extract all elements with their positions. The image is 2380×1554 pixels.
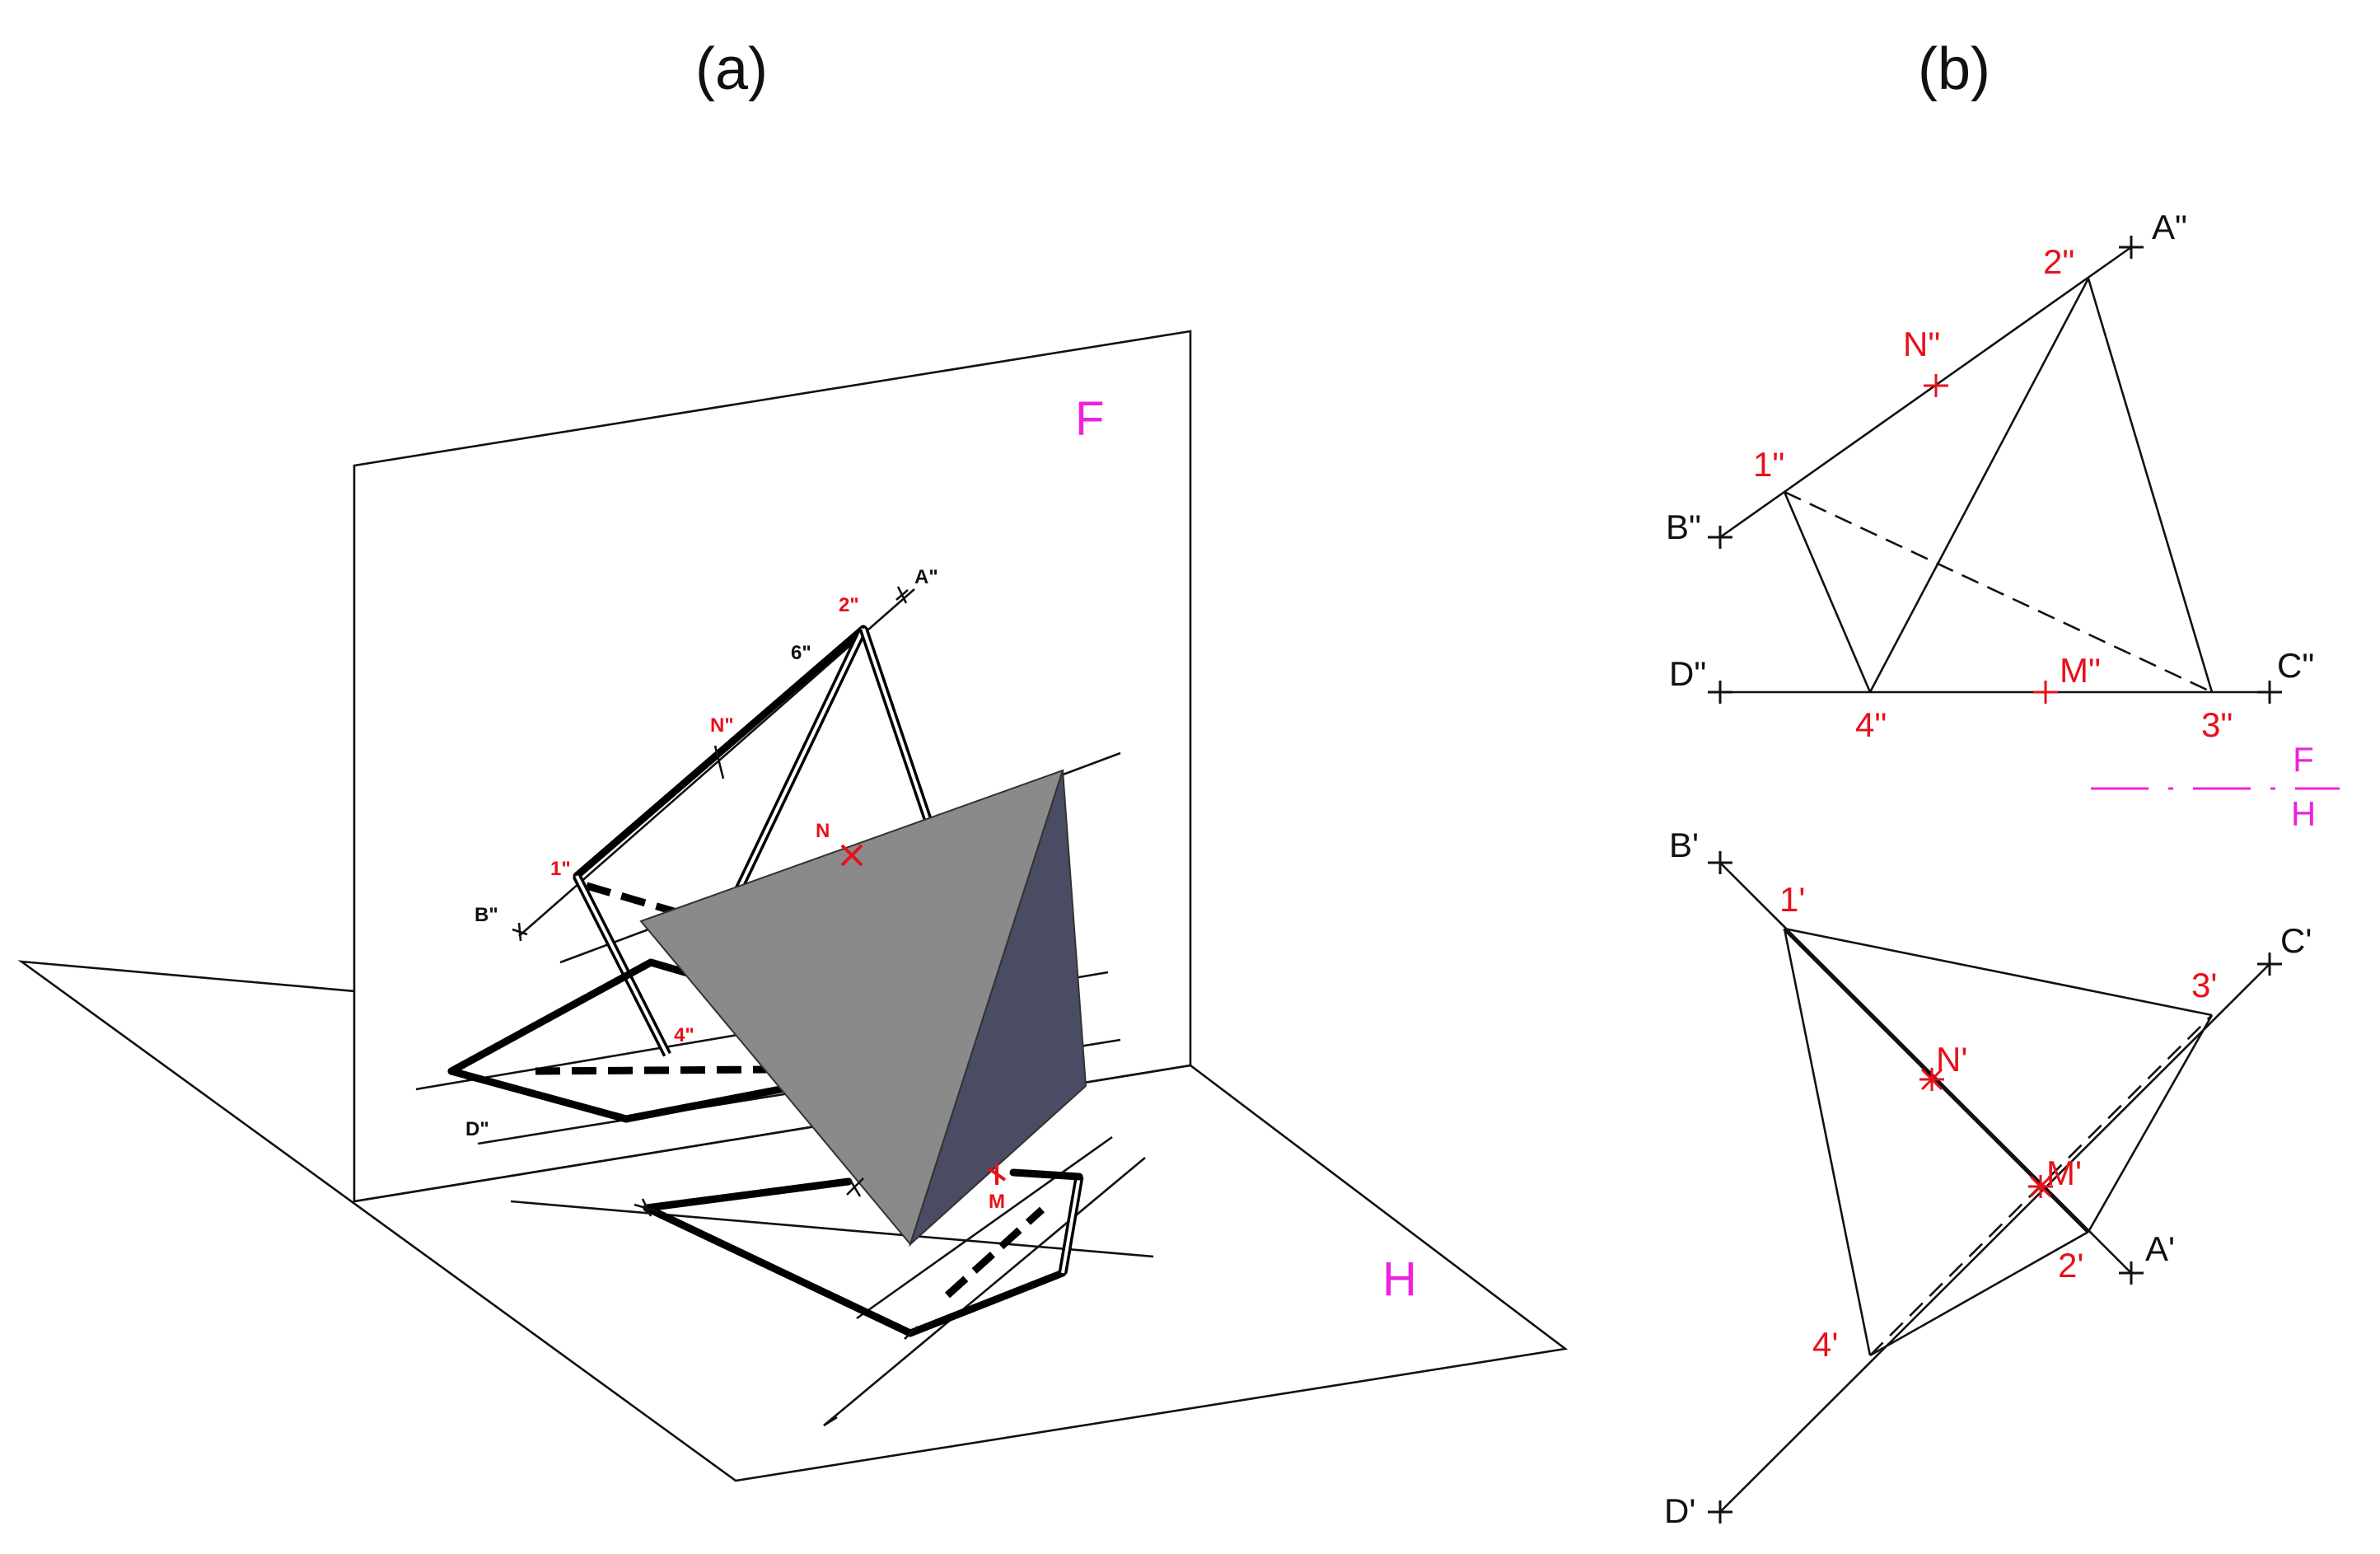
iso-label-a: A" — [914, 566, 938, 588]
iso-label-1: 1" — [550, 858, 571, 880]
horizontal-view: B' 1' C' 3' N' M' A' 2' 4' D' — [1664, 826, 2312, 1530]
front-red-markers — [1924, 374, 2058, 704]
top-edge-1-3 — [1784, 927, 2213, 1017]
iso-red-marks — [840, 844, 1007, 1185]
front-label-n: N" — [1903, 325, 1940, 363]
front-label-c: C" — [2277, 646, 2314, 685]
top-edge-1-4 — [1783, 928, 1872, 1356]
fh-axis: F H — [2091, 740, 2340, 833]
front-label-b: B" — [1666, 508, 1701, 546]
iso-label-m: M — [989, 1191, 1005, 1213]
frontal-view: A" 2" N" 1" B" D" 4" M" 3" C" — [1666, 208, 2314, 744]
fh-label-h: H — [2291, 794, 2316, 833]
top-label-a: A' — [2145, 1229, 2175, 1268]
front-label-4: 4" — [1855, 705, 1887, 744]
iso-label-2: 2" — [839, 594, 859, 616]
top-label-c: C' — [2280, 921, 2312, 960]
front-edge-2-4 — [1868, 278, 2090, 693]
iso-front-edge-1-4-hollow — [573, 873, 671, 1057]
top-markers — [1708, 851, 2282, 1524]
iso-h-bottom-1 — [643, 1177, 853, 1212]
top-label-1: 1' — [1779, 880, 1805, 919]
front-markers — [1708, 236, 2282, 704]
front-label-1: 1" — [1753, 445, 1784, 484]
iso-label-n: N — [816, 820, 830, 842]
panel-label-b: (b) — [1918, 36, 1990, 102]
front-edge-2-3 — [2087, 278, 2214, 693]
plane-label-h: H — [1382, 1252, 1417, 1306]
front-label-d: D" — [1669, 654, 1706, 693]
top-label-4: 4' — [1812, 1325, 1838, 1364]
front-hidden-1-3 — [1784, 490, 2213, 694]
iso-h-bottom-hidden — [944, 1206, 1045, 1299]
panel-label-a: (a) — [695, 36, 768, 102]
front-label-a: A" — [2152, 208, 2187, 246]
top-label-d: D' — [1664, 1491, 1695, 1530]
iso-label-4: 4" — [674, 1024, 694, 1046]
iso-h-bottom-3 — [906, 1269, 1067, 1337]
top-line-d-c — [1719, 963, 2270, 1513]
iso-label-b: B" — [475, 904, 498, 926]
top-edge-4-2 — [1869, 1230, 2089, 1357]
iso-h-bottom-4 — [1009, 1168, 1083, 1181]
top-red-markers — [1919, 1068, 2053, 1198]
front-edge-1-4 — [1783, 491, 1872, 693]
iso-line-h2 — [823, 1157, 1146, 1426]
iso-line-a-b — [518, 588, 915, 937]
top-edge-2-3 — [2087, 1014, 2214, 1233]
front-label-m: M" — [2060, 651, 2101, 690]
plane-label-f: F — [1075, 392, 1104, 446]
iso-front-edge-2-3-hollow — [858, 627, 934, 826]
iso-markers — [512, 586, 919, 1427]
iso-h-outline-2 — [447, 1067, 630, 1123]
top-label-b: B' — [1669, 826, 1699, 864]
fh-label-f: F — [2293, 740, 2314, 779]
top-label-3: 3' — [2191, 966, 2217, 1004]
front-label-3: 3" — [2201, 705, 2233, 744]
front-line-a-b — [1719, 246, 2132, 539]
isometric-view: F H — [17, 330, 1569, 1482]
top-label-m: M' — [2046, 1154, 2082, 1192]
iso-label-6: 6" — [791, 642, 811, 664]
iso-front-edge-1-2 — [573, 625, 867, 880]
iso-line-h1 — [510, 1200, 1154, 1258]
iso-h-bottom-hollow — [1058, 1176, 1084, 1274]
iso-h-bottom-2 — [643, 1204, 914, 1337]
iso-line-h3 — [856, 1135, 1113, 1320]
iso-h-hidden — [535, 1065, 767, 1075]
top-label-n: N' — [1936, 1040, 1967, 1079]
iso-front-hidden-1-3 — [585, 882, 743, 935]
iso-label-n2: N" — [710, 714, 734, 737]
top-label-2: 2' — [2058, 1246, 2083, 1285]
iso-label-d: D" — [465, 1118, 489, 1140]
iso-front-edge-2-4-hollow — [733, 626, 867, 895]
front-label-2: 2" — [2043, 242, 2074, 281]
